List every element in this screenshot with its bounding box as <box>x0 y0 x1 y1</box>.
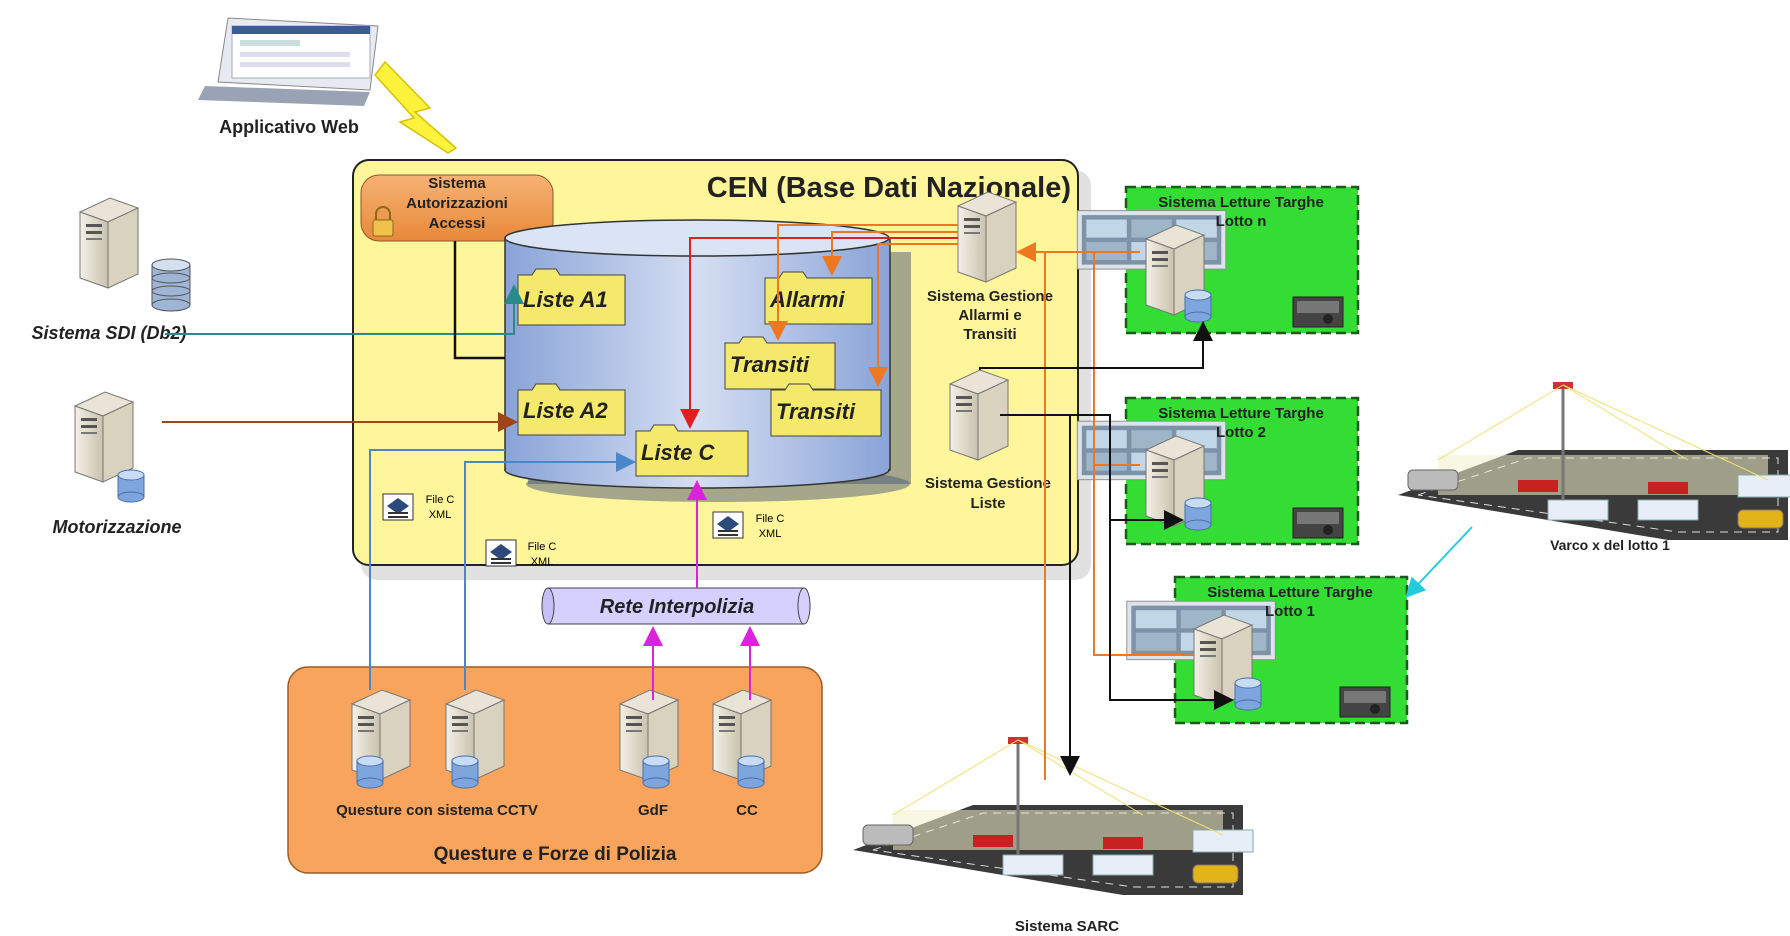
xml-1-label-1: File C <box>426 494 455 506</box>
lotto-1-box <box>1126 575 1409 725</box>
varco-road-illustration <box>1396 380 1790 542</box>
alarm-server-label-3: Transiti <box>963 326 1016 343</box>
transiti-1-label: Transiti <box>730 352 810 377</box>
sdi-label: Sistema SDI (Db2) <box>31 323 186 343</box>
alarm-server-label-1: Sistema Gestione <box>927 288 1053 305</box>
alarm-server-label-2: Allarmi e <box>958 307 1021 324</box>
xml-file-icon <box>712 511 744 539</box>
folder-liste-a2: Liste A2 <box>517 383 626 436</box>
lotto-n-box <box>1076 185 1360 335</box>
rete-interpolizia-label: Rete Interpolizia <box>600 596 754 618</box>
questura-db-icon <box>356 755 384 789</box>
lotto-2-label-2: Lotto 2 <box>1216 424 1266 441</box>
xml-3-label-2: XML <box>759 528 782 540</box>
sarc-label: Sistema SARC <box>1015 918 1119 935</box>
xml-1-label-2: XML <box>429 509 452 521</box>
lotto-n-label-1: Sistema Letture Targhe <box>1158 194 1324 211</box>
lotto-1-label-2: Lotto 1 <box>1265 603 1315 620</box>
allarmi-label: Allarmi <box>769 287 845 312</box>
gdf-db-icon <box>642 755 670 789</box>
auth-label-3: Accessi <box>429 215 486 232</box>
applicativo-web-label: Applicativo Web <box>219 117 359 137</box>
questure-forze-label: Questure e Forze di Polizia <box>434 844 677 865</box>
list-management-server-icon <box>949 369 1009 461</box>
motorizzazione-label: Motorizzazione <box>53 517 182 537</box>
xml-2-label-2: XML <box>531 556 554 568</box>
rete-interpolizia-pipe <box>541 587 811 625</box>
folder-transiti-2: Transiti <box>770 383 882 437</box>
auth-label-1: Sistema <box>428 175 486 192</box>
access-authorization-box <box>360 174 554 242</box>
liste-a1-label: Liste A1 <box>523 287 608 312</box>
folder-transiti-1: Transiti <box>724 336 836 390</box>
motorizzazione-server-icon <box>74 391 134 483</box>
xml-file-icon <box>485 539 517 567</box>
alarm-transit-server-icon <box>957 191 1017 283</box>
varco-label: Varco x del lotto 1 <box>1550 537 1670 553</box>
list-server-label-1: Sistema Gestione <box>925 475 1051 492</box>
sarc-road-illustration <box>851 735 1255 897</box>
list-server-label-2: Liste <box>970 495 1005 512</box>
questure-cctv-label: Questure con sistema CCTV <box>336 802 538 819</box>
cctv-db-icon <box>451 755 479 789</box>
folder-allarmi: Allarmi <box>764 271 873 325</box>
lotto-1-label-1: Sistema Letture Targhe <box>1207 584 1373 601</box>
connector-lines <box>162 224 1473 780</box>
auth-label-2: Autorizzazioni <box>406 195 508 212</box>
lotto-n-label-2: Lotto n <box>1216 213 1267 230</box>
national-database-cylinder <box>504 219 911 502</box>
folder-liste-a1: Liste A1 <box>517 268 626 326</box>
police-forces-container <box>287 666 823 874</box>
transiti-2-label: Transiti <box>776 399 856 424</box>
liste-a2-label: Liste A2 <box>523 398 609 423</box>
lock-icon <box>372 206 394 237</box>
lightning-icon <box>374 60 458 154</box>
xml-file-icon <box>382 493 414 521</box>
lotto-2-label-1: Sistema Letture Targhe <box>1158 405 1324 422</box>
web-application-icon <box>198 17 379 106</box>
motorizzazione-db-icon <box>117 469 145 503</box>
cen-title: CEN (Base Dati Nazionale) <box>707 172 1071 204</box>
liste-c-label: Liste C <box>641 440 715 465</box>
cc-label: CC <box>736 802 758 819</box>
folder-liste-c: Liste C <box>635 424 749 477</box>
gdf-label: GdF <box>638 802 668 819</box>
xml-3-label-1: File C <box>756 513 785 525</box>
sdi-server-icon <box>79 197 139 289</box>
sdi-database-icon <box>151 258 191 312</box>
cc-db-icon <box>737 755 765 789</box>
xml-2-label-1: File C <box>528 541 557 553</box>
